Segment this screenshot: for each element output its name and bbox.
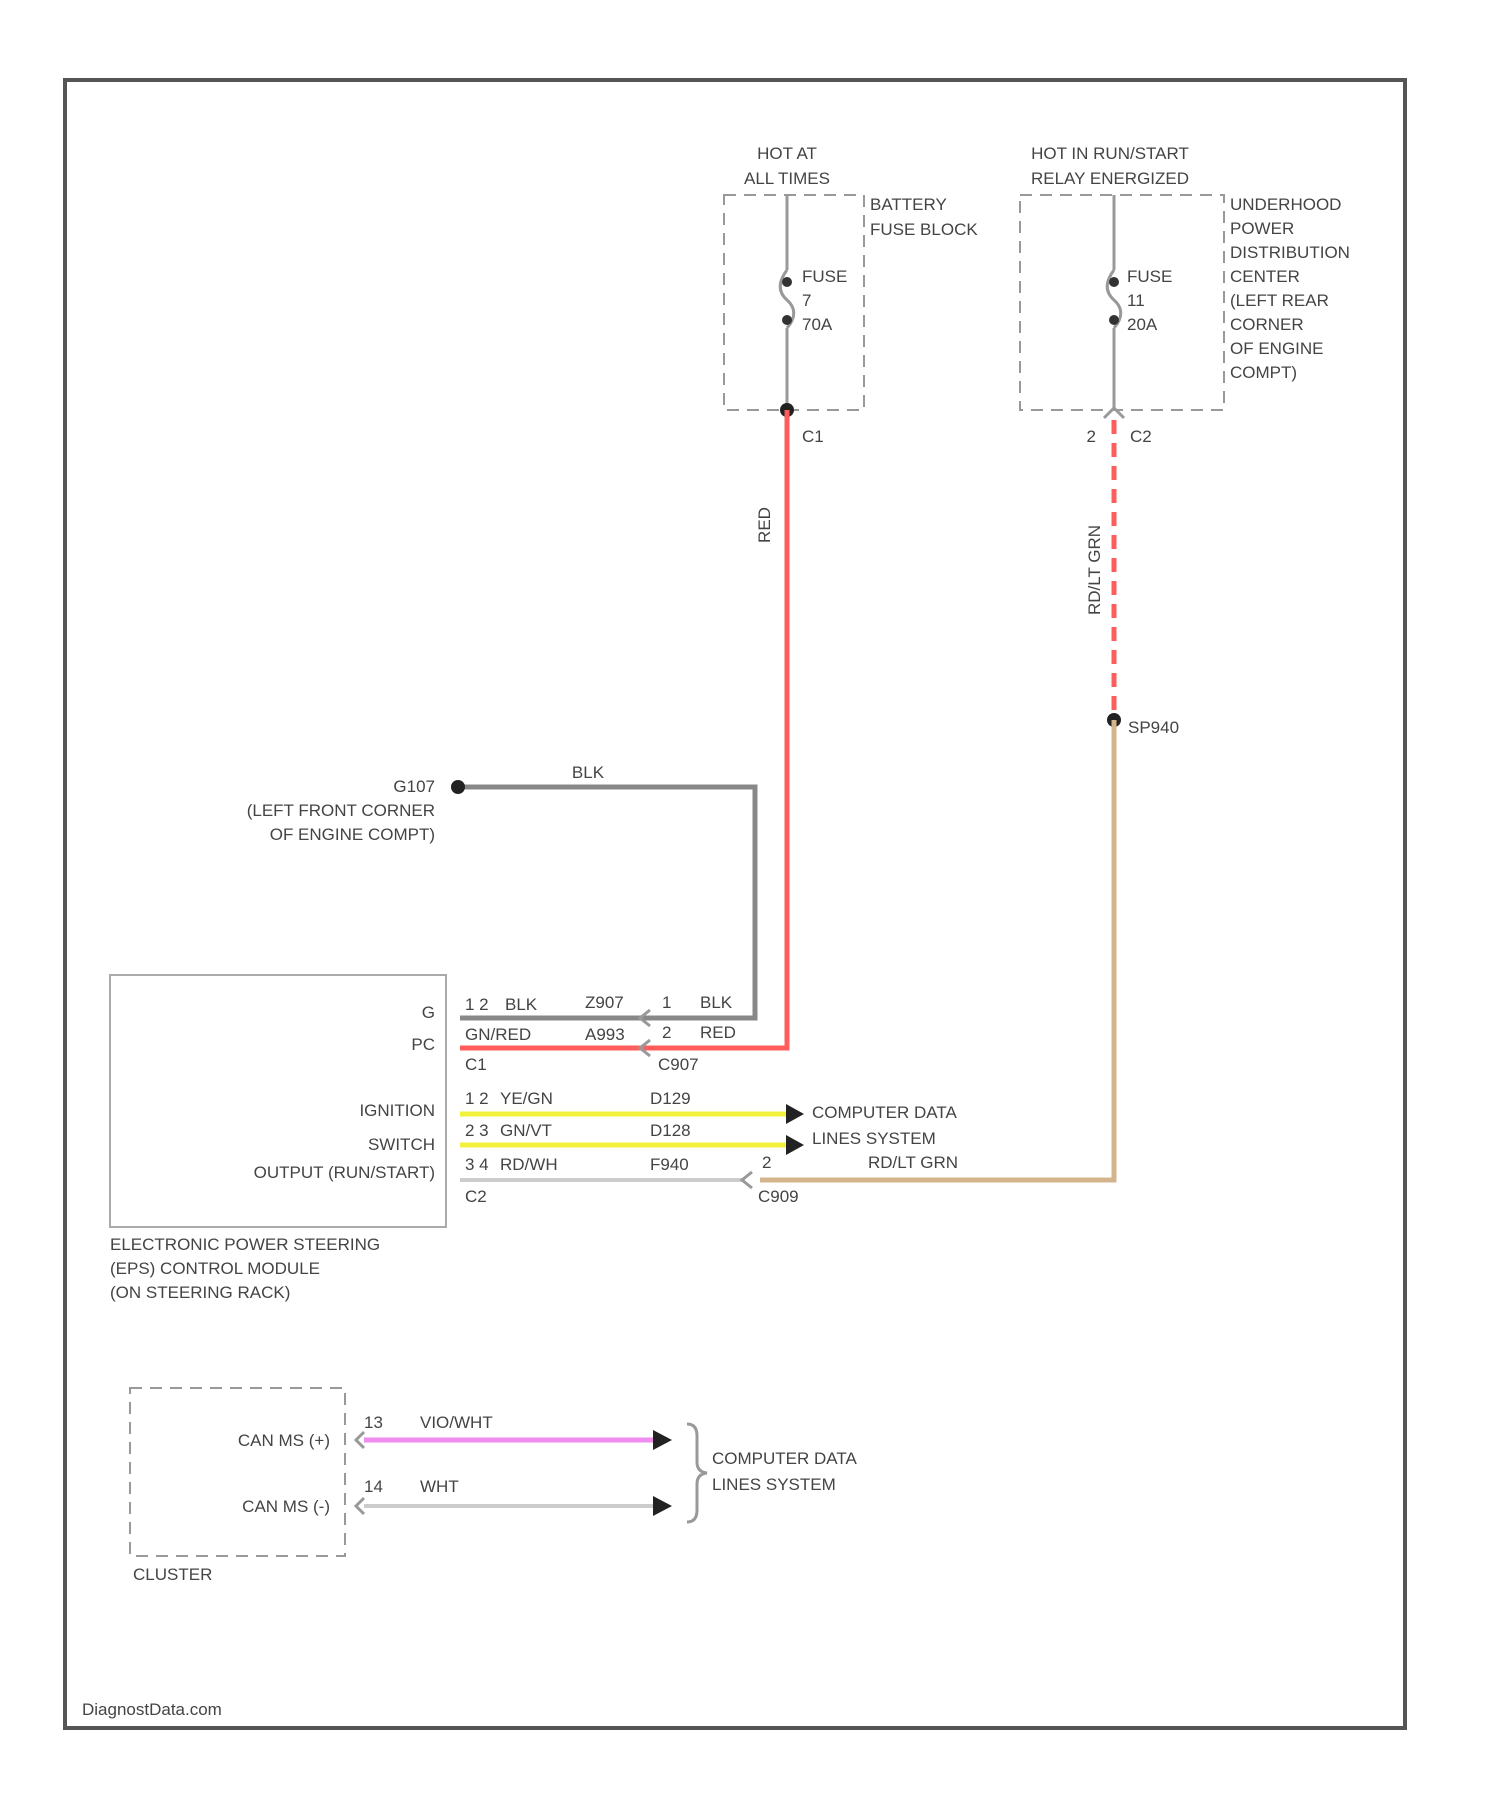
eps-row4-pin: 2 3 <box>465 1121 489 1140</box>
cluster-pin2-number: 14 <box>364 1477 383 1496</box>
eps-module-name-1: ELECTRONIC POWER STEERING <box>110 1235 380 1254</box>
underhood-name-2: POWER <box>1230 219 1294 238</box>
red-wire-color-label: RED <box>755 507 774 543</box>
ground-wire <box>460 787 755 1018</box>
eps-row1-color: BLK <box>505 995 538 1014</box>
underhood-fuse-block: HOT IN RUN/START RELAY ENERGIZED UNDERHO… <box>1020 144 1350 446</box>
underhood-name-7: OF ENGINE <box>1230 339 1324 358</box>
eps-module-name-2: (EPS) CONTROL MODULE <box>110 1259 320 1278</box>
underhood-name-5: (LEFT REAR <box>1230 291 1329 310</box>
eps-row3-color: YE/GN <box>500 1089 553 1108</box>
eps-c2-label: C2 <box>465 1187 487 1206</box>
eps-data-lines-label-2: LINES SYSTEM <box>812 1129 936 1148</box>
cluster-data-arrow-2 <box>653 1496 672 1516</box>
underhood-fuse-block-outline <box>1020 195 1224 410</box>
cluster-data-brace <box>687 1424 707 1522</box>
battery-supply-label-2: ALL TIMES <box>744 169 830 188</box>
eps-module-name-3: (ON STEERING RACK) <box>110 1283 290 1302</box>
cluster-data-lines-label-1: COMPUTER DATA <box>712 1449 857 1468</box>
wires: RED RD/LT GRN SP940 BLK <box>451 410 1179 1180</box>
eps-data-lines-destination: COMPUTER DATA LINES SYSTEM <box>812 1103 957 1148</box>
splice-sp940-label: SP940 <box>1128 718 1179 737</box>
circuit-d129: D129 <box>650 1089 691 1108</box>
cluster-pin1-connector <box>356 1432 364 1448</box>
eps-c1-label: C1 <box>465 1055 487 1074</box>
underhood-name-6: CORNER <box>1230 315 1304 334</box>
circuit-f940: F940 <box>650 1155 689 1174</box>
fuse-11-number: 11 <box>1127 291 1145 310</box>
cluster-wire1-color: VIO/WHT <box>420 1413 493 1432</box>
eps-pin-ground: G <box>422 1003 435 1022</box>
fuse-11-terminal-top <box>1109 277 1119 287</box>
watermark: DiagnostData.com <box>82 1700 222 1719</box>
ground-location-2: OF ENGINE COMPT) <box>270 825 435 844</box>
eps-data-lines-label-1: COMPUTER DATA <box>812 1103 957 1122</box>
underhood-supply-label-2: RELAY ENERGIZED <box>1031 169 1189 188</box>
circuit-z907: Z907 <box>585 993 624 1012</box>
battery-supply-label: HOT AT <box>757 144 817 163</box>
eps-row5-color: RD/WH <box>500 1155 558 1174</box>
cluster-name: CLUSTER <box>133 1565 212 1584</box>
underhood-c2-pin: 2 <box>1087 427 1096 446</box>
underhood-supply-label: HOT IN RUN/START <box>1031 144 1189 163</box>
ground-wire-color-label: BLK <box>572 763 605 782</box>
battery-fuse-block-name: BATTERY <box>870 195 947 214</box>
c907-pin-2: 2 <box>662 1023 671 1042</box>
cluster-wire2-color: WHT <box>420 1477 459 1496</box>
underhood-name-4: CENTER <box>1230 267 1300 286</box>
ground-g107: G107 (LEFT FRONT CORNER OF ENGINE COMPT) <box>247 777 435 844</box>
fuse-11-label: FUSE <box>1127 267 1172 286</box>
eps-pin-ignition-2: SWITCH <box>368 1135 435 1154</box>
cluster-outline <box>130 1388 345 1556</box>
cluster-data-arrow-1 <box>653 1430 672 1450</box>
eps-row3-pin: 1 2 <box>465 1089 489 1108</box>
rd-lt-grn-wire-label: RD/LT GRN <box>1085 525 1104 615</box>
eps-pin-ignition-3: OUTPUT (RUN/START) <box>254 1163 435 1182</box>
battery-c1-connector-label: C1 <box>802 427 824 446</box>
fuse-11-terminal-bottom <box>1109 315 1119 325</box>
ground-id: G107 <box>393 777 435 796</box>
eps-row4-color: GN/VT <box>500 1121 552 1140</box>
underhood-name-3: DISTRIBUTION <box>1230 243 1350 262</box>
fuse-7-number: 7 <box>802 291 811 310</box>
cluster-data-lines-label-2: LINES SYSTEM <box>712 1475 836 1494</box>
cluster-pin2-label: CAN MS (-) <box>242 1497 330 1516</box>
cluster-pin2-connector <box>356 1498 364 1514</box>
fuse-11-rating: 20A <box>1127 315 1158 334</box>
ground-g107-terminal <box>451 780 465 794</box>
fuse-7-terminal-top <box>782 277 792 287</box>
eps-row5-pin: 3 4 <box>465 1155 489 1174</box>
data-arrow-1 <box>786 1104 804 1124</box>
eps-pin-power: PC <box>411 1035 435 1054</box>
data-arrow-2 <box>786 1135 804 1155</box>
battery-fuse-block-name-2: FUSE BLOCK <box>870 220 978 239</box>
c907-pin-1: 1 <box>662 993 671 1012</box>
eps-row2-color: GN/RED <box>465 1025 531 1044</box>
c909-pin: 2 <box>762 1153 771 1172</box>
underhood-c2-connector-label: C2 <box>1130 427 1152 446</box>
eps-row1-pin: 1 2 <box>465 995 489 1014</box>
c909-connector-label: C909 <box>758 1187 799 1206</box>
eps-pin-ignition-1: IGNITION <box>359 1101 435 1120</box>
cluster-pin1-label: CAN MS (+) <box>238 1431 330 1450</box>
fuse-7-rating: 70A <box>802 315 833 334</box>
c909-connector <box>742 1172 752 1188</box>
circuit-d128: D128 <box>650 1121 691 1140</box>
red-wire <box>460 410 787 1048</box>
cluster: CAN MS (+) CAN MS (-) CLUSTER 13 14 VIO/… <box>130 1388 857 1584</box>
fuse-7-terminal-bottom <box>782 315 792 325</box>
fuse-7-label: FUSE <box>802 267 847 286</box>
c907-connector-label: C907 <box>658 1055 699 1074</box>
c907-color-2: RED <box>700 1023 736 1042</box>
circuit-a993: A993 <box>585 1025 625 1044</box>
c907-color-1: BLK <box>700 993 733 1012</box>
underhood-name-8: COMPT) <box>1230 363 1297 382</box>
ground-location-1: (LEFT FRONT CORNER <box>247 801 435 820</box>
battery-fuse-block-outline <box>724 195 864 410</box>
cluster-pin1-number: 13 <box>364 1413 383 1432</box>
battery-fuse-block: HOT AT ALL TIMES BATTERY FUSE BLOCK FUSE… <box>724 144 978 446</box>
c909-color: RD/LT GRN <box>868 1153 958 1172</box>
underhood-name-1: UNDERHOOD <box>1230 195 1341 214</box>
